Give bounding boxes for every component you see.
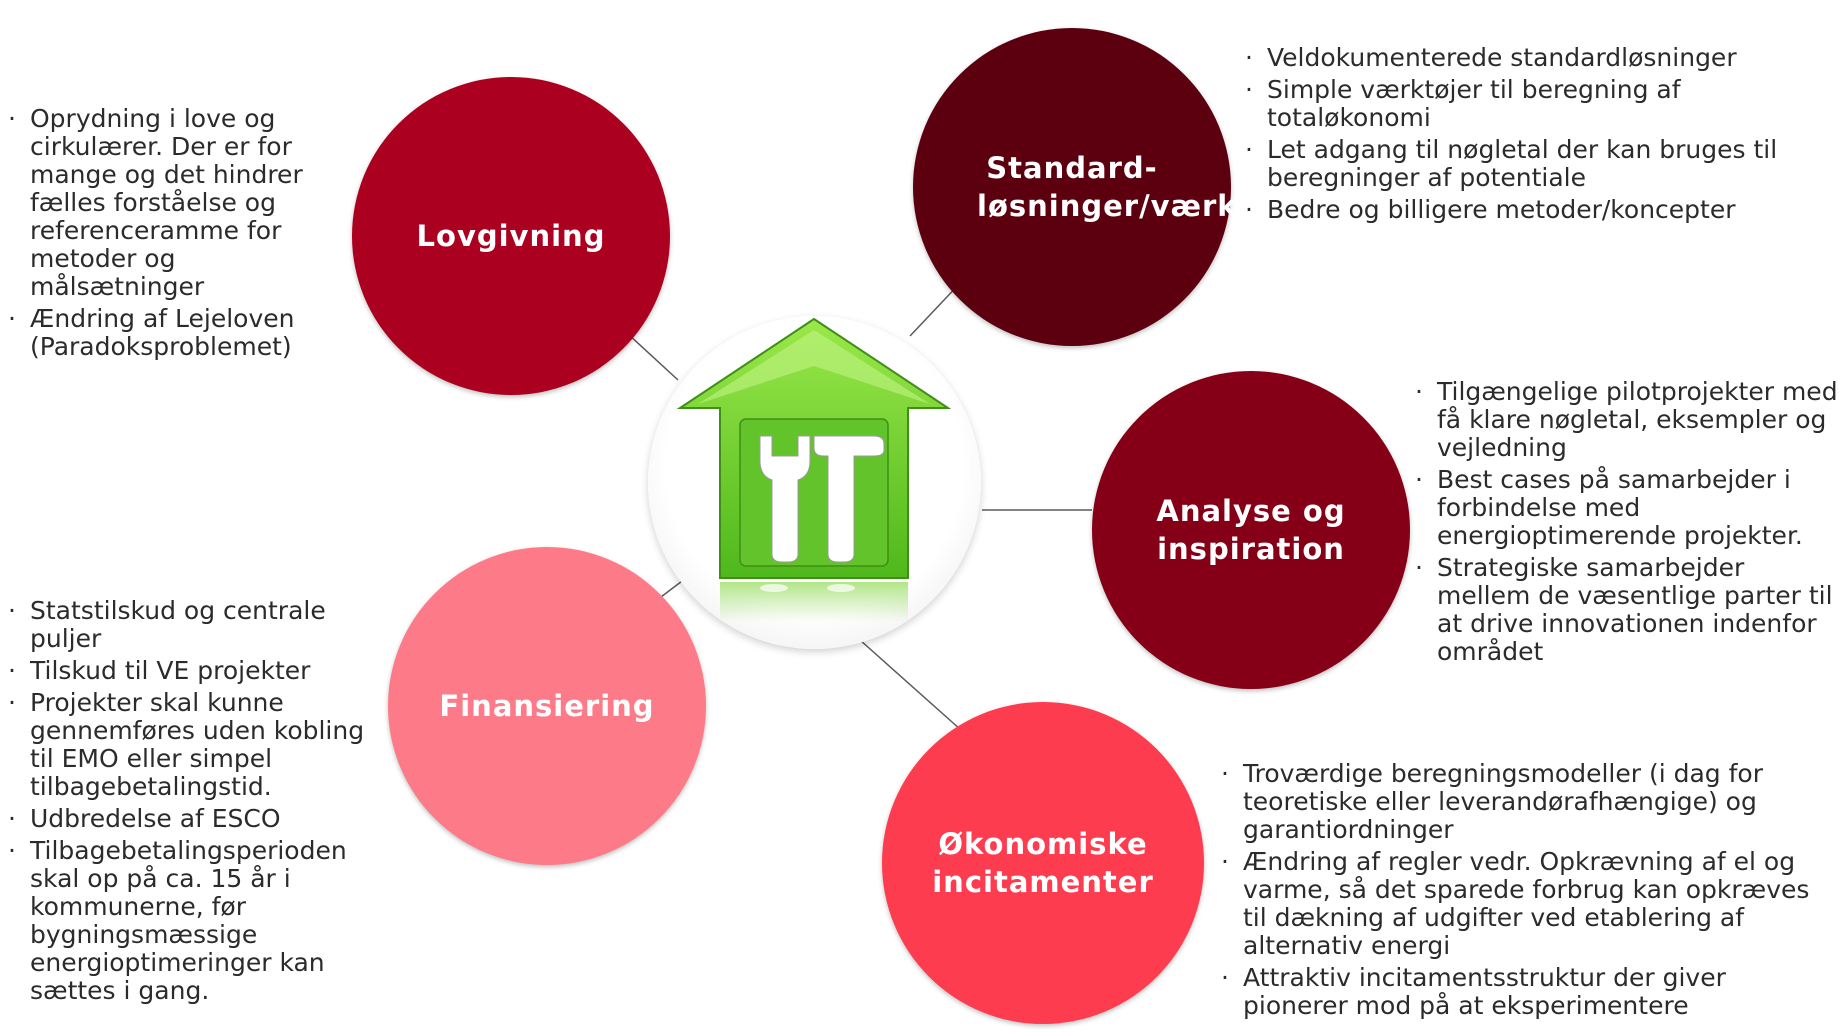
node-finansiering: Finansiering [388, 547, 706, 865]
bullet-item: Ændring af regler vedr. Opkrævning af el… [1221, 848, 1833, 960]
bullet-item: Troværdige beregningsmodeller (i dag for… [1221, 760, 1833, 844]
bullet-item: Strategiske samarbejder mellem de væsent… [1415, 554, 1839, 666]
bullet-item: Tilskud til VE projekter [8, 657, 388, 686]
node-standard: Standard-løsninger/værktøjer [913, 28, 1321, 346]
node-label: Analyse og inspiration [1156, 494, 1346, 566]
node-label: Lovgivning [416, 219, 606, 253]
bullet-item: Attraktiv incitamentsstruktur der giver … [1221, 964, 1833, 1020]
bullet-item: Oprydning i love og cirkulærer. Der er f… [8, 105, 338, 301]
bullet-item: Best cases på samarbejder i forbindelse … [1415, 466, 1839, 550]
node-label: Finansiering [439, 689, 655, 723]
bullet-list-lovgivning: Oprydning i love og cirkulærer. Der er f… [8, 105, 338, 365]
bullet-item: Tilgængelige pilotprojekter med få klare… [1415, 378, 1839, 462]
connector-lovgivning [627, 333, 679, 381]
house-tools-icon [676, 317, 952, 622]
node-lovgivning: Lovgivning [352, 77, 670, 395]
bullet-item: Tilbagebetalingsperioden skal op på ca. … [8, 837, 388, 1005]
bullet-list-finansiering: Statstilskud og centrale puljer Tilskud … [8, 597, 388, 1009]
bullet-list-analyse: Tilgængelige pilotprojekter med få klare… [1415, 378, 1839, 670]
node-okonomi: Økonomiske incitamenter [882, 702, 1204, 1024]
node-label: Standard-løsninger/værktøjer [977, 151, 1321, 223]
bullet-item: Simple værktøjer til beregning af totalø… [1245, 76, 1839, 132]
bullet-item: Projekter skal kunne gennemføres uden ko… [8, 689, 388, 801]
center-hub [648, 316, 981, 649]
bullet-list-standard: Veldokumenterede standardløsninger Simpl… [1245, 44, 1839, 228]
bullet-item: Veldokumenterede standardløsninger [1245, 44, 1839, 73]
bullet-item: Let adgang til nøgletal der kan bruges t… [1245, 136, 1839, 192]
connector-okonomi [859, 639, 971, 739]
node-label: Økonomiske incitamenter [932, 827, 1154, 899]
bullet-item: Udbredelse af ESCO [8, 805, 388, 834]
bullet-item: Ændring af Lejeloven (Paradoksproblemet) [8, 305, 338, 361]
node-analyse: Analyse og inspiration [1092, 371, 1410, 689]
bullet-item: Bedre og billigere metoder/koncepter [1245, 196, 1839, 225]
bullet-item: Statstilskud og centrale puljer [8, 597, 388, 653]
bullet-list-okonomi: Troværdige beregningsmodeller (i dag for… [1221, 760, 1833, 1024]
